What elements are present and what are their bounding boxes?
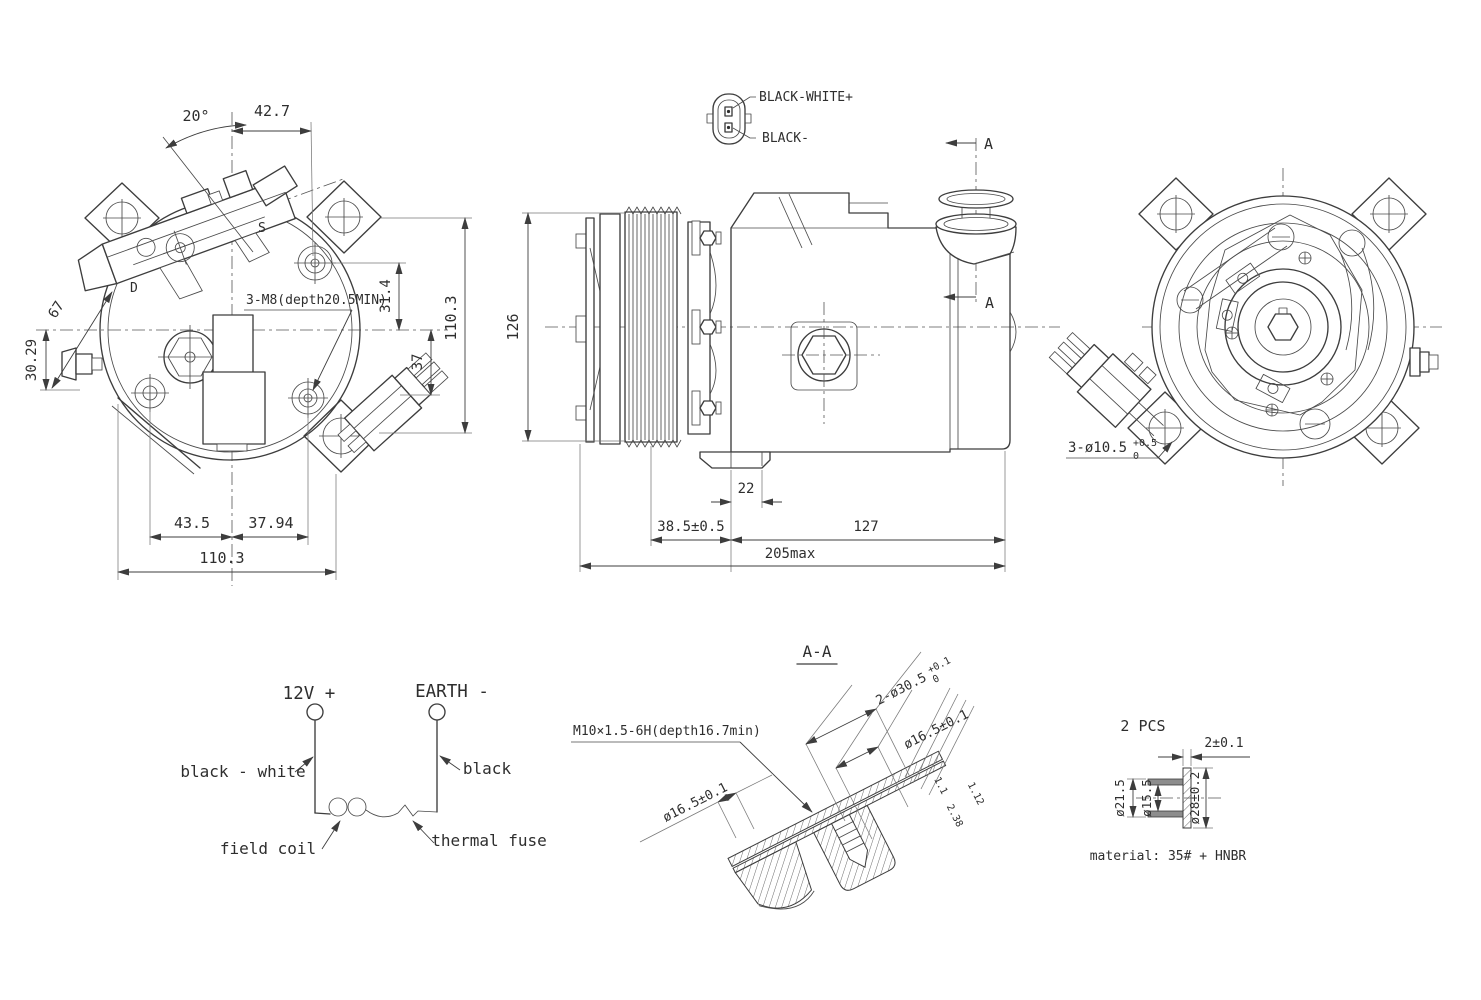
front-manifold bbox=[77, 165, 298, 300]
dim-110-3-right: 110.3 bbox=[442, 295, 460, 340]
wiring-diagram: 12V + EARTH - black - white black field … bbox=[180, 682, 546, 858]
rear-center-boss bbox=[1196, 240, 1370, 414]
pulley bbox=[624, 206, 682, 448]
front-view: S D 20° bbox=[24, 102, 472, 586]
dim-d28: ø28±0.2 bbox=[1187, 772, 1202, 825]
dim-38-5: 38.5±0.5 bbox=[657, 519, 724, 535]
section-cut-line: A A bbox=[943, 135, 994, 312]
label-black-white-plus: BLACK-WHITE+ bbox=[759, 90, 853, 105]
dim-127: 127 bbox=[853, 519, 878, 535]
front-bottom-block bbox=[202, 314, 266, 452]
dia-left: ø16.5±0.1 bbox=[661, 780, 731, 825]
label-black: black bbox=[463, 759, 512, 778]
dim-30-29: 30.29 bbox=[24, 339, 40, 381]
front-left-bolt bbox=[61, 347, 103, 381]
front-housing bbox=[687, 220, 722, 435]
note-tol-lower: 0 bbox=[1133, 451, 1139, 462]
note-3-d10-5: 3-ø10.5 bbox=[1068, 440, 1127, 456]
seal-section bbox=[1147, 767, 1192, 829]
svg-text:2-ø30.5: 2-ø30.5 bbox=[874, 670, 930, 708]
rear-view: 3-ø10.5 +0.5 0 bbox=[1048, 168, 1442, 486]
front-dimensions: 20° 42.7 67 30.29 3-M8(depth20.5MIN) 31.… bbox=[24, 102, 472, 580]
port-label-d: D bbox=[130, 281, 138, 296]
dia-right: ø16.5±0.1 bbox=[902, 707, 972, 752]
front-bolt-holes bbox=[131, 242, 336, 418]
note-tol-upper: +0.5 bbox=[1133, 438, 1157, 449]
clutch-stack bbox=[575, 213, 621, 445]
label-black-minus: BLACK- bbox=[762, 131, 809, 146]
svg-text:0: 0 bbox=[931, 673, 941, 686]
seal-detail: 2 PCS ø21.5 ø15.5 ø28±0.2 2±0.1 material… bbox=[1090, 717, 1250, 864]
dim-67: 67 bbox=[45, 298, 68, 321]
dim-d15-5: ø15.5 bbox=[1139, 779, 1154, 817]
label-thermal-fuse: thermal fuse bbox=[431, 831, 547, 850]
dim-110-3-bottom: 110.3 bbox=[199, 549, 244, 567]
rear-right-bolt bbox=[1409, 347, 1439, 377]
note-m10: M10×1.5-6H(depth16.7min) bbox=[573, 724, 761, 739]
label-earth: EARTH - bbox=[415, 682, 489, 702]
section-label-a-mid: A bbox=[985, 294, 994, 312]
label-field-coil: field coil bbox=[220, 839, 316, 858]
dim-t2: 2.38 bbox=[944, 803, 965, 829]
dim-d21-5: ø21.5 bbox=[1112, 779, 1127, 817]
dim-22: 22 bbox=[738, 481, 755, 497]
label-black-white: black - white bbox=[180, 762, 305, 781]
dim-126: 126 bbox=[504, 313, 522, 340]
connector-detail: BLACK-WHITE+ BLACK- bbox=[706, 90, 853, 146]
body-hex-boss bbox=[782, 302, 880, 424]
dim-31-4: 31.4 bbox=[378, 279, 394, 313]
dim-t3: 1.12 bbox=[965, 781, 986, 807]
clamp-bolt-mid bbox=[691, 309, 722, 345]
seal-material: material: 35# + HNBR bbox=[1090, 849, 1247, 864]
seal-qty: 2 PCS bbox=[1120, 717, 1165, 735]
dim-43-5: 43.5 bbox=[174, 514, 210, 532]
section-part bbox=[727, 750, 947, 910]
suction-port bbox=[935, 138, 1017, 302]
note-3m8: 3-M8(depth20.5MIN) bbox=[246, 293, 387, 308]
seal-dimensions: ø21.5 ø15.5 ø28±0.2 2±0.1 bbox=[1112, 736, 1250, 829]
section-dim-lines bbox=[639, 651, 975, 843]
svg-text:+0.1: +0.1 bbox=[926, 655, 952, 676]
dim-20deg: 20° bbox=[182, 107, 209, 125]
compressor-body bbox=[699, 192, 1017, 469]
dim-37-94: 37.94 bbox=[248, 514, 293, 532]
note-bore: 2-ø30.5 +0.1 0 bbox=[874, 655, 953, 708]
label-12v: 12V + bbox=[283, 684, 336, 704]
dim-2: 2±0.1 bbox=[1204, 736, 1243, 751]
dim-205max: 205max bbox=[765, 546, 816, 562]
front-connector bbox=[337, 352, 449, 454]
side-dimensions: 126 22 38.5±0.5 127 205max bbox=[504, 212, 1006, 572]
rear-connector bbox=[1048, 331, 1164, 437]
section-a-a: A-A M10×1.5-6H(depth16.7min) bbox=[571, 642, 986, 910]
rear-screws bbox=[1225, 251, 1334, 417]
rear-hole-note: 3-ø10.5 +0.5 0 bbox=[1066, 438, 1173, 462]
clamp-bolt-top bbox=[691, 220, 722, 256]
port-label-s: S bbox=[258, 221, 266, 236]
coil-and-fuse bbox=[314, 797, 438, 818]
dim-37: 37 bbox=[410, 354, 426, 371]
dim-42-7: 42.7 bbox=[254, 102, 290, 120]
side-view: A A 126 22 38.5±0.5 127 205max bbox=[504, 135, 1060, 572]
section-title: A-A bbox=[803, 642, 832, 661]
section-label-a-top: A bbox=[984, 135, 993, 153]
clamp-bolt-bottom bbox=[691, 390, 722, 426]
